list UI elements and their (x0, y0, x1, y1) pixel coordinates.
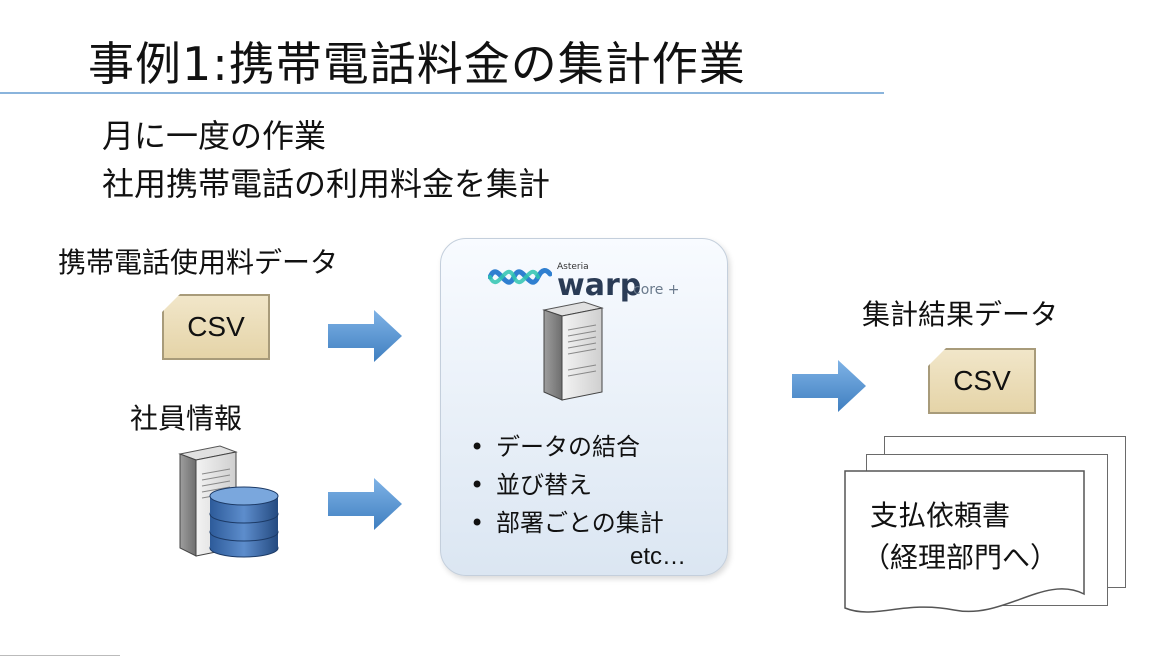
etc-text: etc… (630, 543, 687, 570)
server-icon (542, 301, 604, 401)
bullet-icon: • (470, 471, 485, 499)
payment-request-recipient: （経理部門へ） (862, 541, 1059, 574)
task-label: 部署ごとの集計 (496, 509, 664, 537)
title-divider (0, 92, 884, 94)
processing-panel (440, 238, 728, 576)
task-item: • 並び替え (470, 466, 664, 504)
brand-small-text: Asteria (557, 262, 589, 272)
phone-usage-csv-file: CSV (162, 294, 270, 360)
input-arrow-top (328, 310, 402, 362)
employee-info-label: 社員情報 (130, 402, 243, 435)
server-database-icon (178, 445, 279, 558)
output-arrow (792, 360, 866, 412)
payment-request-title: 支払依頼書 (870, 499, 1011, 532)
document-sheet-front (844, 470, 1085, 613)
csv-file-icon: CSV (162, 294, 270, 360)
csv-file-icon: CSV (928, 348, 1036, 414)
brand-name: warp (557, 268, 642, 303)
csv-file-text: CSV (953, 365, 1011, 396)
subtitle-line-2: 社用携帯電話の利用料金を集計 (102, 165, 551, 203)
brand-suffix: core + (633, 282, 680, 298)
task-label: データの結合 (496, 433, 640, 461)
footer-divider (0, 655, 120, 656)
bullet-icon: • (470, 509, 485, 537)
bullet-icon: • (470, 433, 485, 461)
result-csv-file: CSV (928, 348, 1036, 414)
csv-file-text: CSV (187, 311, 245, 342)
asteria-logo-icon (488, 268, 552, 285)
task-list: • データの結合 • 並び替え • 部署ごとの集計 (470, 428, 664, 542)
subtitle-line-1: 月に一度の作業 (102, 117, 327, 155)
task-item: • データの結合 (470, 428, 664, 466)
phone-usage-data-label: 携帯電話使用料データ (58, 246, 339, 279)
input-arrow-bottom (328, 478, 402, 530)
slide-title: 事例1:携帯電話料金の集計作業 (88, 37, 746, 91)
task-label: 並び替え (496, 471, 592, 499)
result-data-label: 集計結果データ (862, 298, 1059, 331)
task-item: • 部署ごとの集計 (470, 504, 664, 542)
